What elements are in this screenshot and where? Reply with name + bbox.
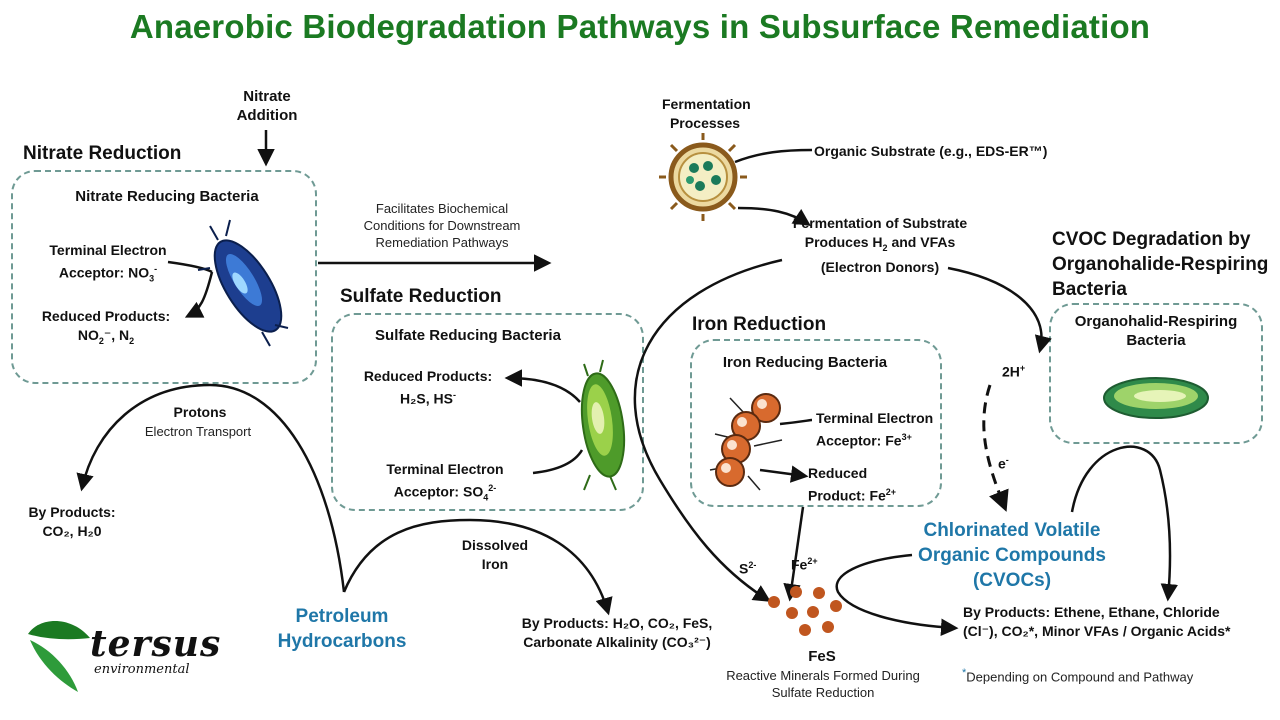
- iron-box-title: Iron Reducing Bacteria: [722, 354, 888, 371]
- nitrate-byproducts: By Products: CO₂, H₂0: [28, 504, 116, 539]
- arrow-cvoc-byproducts: [835, 553, 959, 636]
- sulfate-acceptor: Terminal Electron Acceptor: SO42-: [386, 461, 504, 503]
- nitrate-products: Reduced Products: NO2⁻, N2: [41, 308, 171, 346]
- fes-caption: Reactive Minerals Formed During Sulfate …: [726, 668, 920, 700]
- fes-label: FeS: [808, 648, 836, 665]
- electron-label: e-: [998, 455, 1009, 472]
- iron-box: [690, 339, 942, 507]
- cvoc-section-title: CVOC Degradation by Organohalide-Respiri…: [1052, 229, 1269, 300]
- sulfate-box-title: Sulfate Reducing Bacteria: [375, 327, 561, 344]
- fe2-label: Fe2+: [791, 556, 818, 573]
- h2-label: 2H+: [1002, 363, 1026, 380]
- organic-substrate-label: Organic Substrate (e.g., EDS-ER™): [814, 143, 1048, 159]
- dissolved-iron-label: Dissolved Iron: [461, 537, 529, 572]
- logo-sub: environmental: [94, 662, 190, 677]
- iron-section-title: Iron Reduction: [692, 314, 827, 335]
- logo-name: tersus: [90, 623, 222, 665]
- sulfate-bacterium-icon: [580, 359, 626, 491]
- nitrate-addition-label: Nitrate Addition: [236, 88, 298, 124]
- organohalide-box: [1049, 303, 1263, 444]
- iron-bacteria-icon: [709, 393, 783, 491]
- fermentation-processes-label: Fermentation Processes: [662, 96, 751, 131]
- tersus-leaf-icon: [28, 620, 90, 692]
- s2-label: S2-: [739, 560, 757, 577]
- organohalide-bacterium-icon: [1103, 377, 1209, 419]
- sulfate-section-title: Sulfate Reduction: [340, 286, 502, 307]
- cvoc-byproducts: By Products: Ethene, Ethane, Chloride (C…: [963, 604, 1231, 639]
- nitrate-box: [11, 170, 317, 384]
- tersus-logo: tersus environmental: [90, 626, 221, 677]
- facilitates-label: Facilitates Biochemical Conditions for D…: [363, 201, 521, 250]
- organohalide-box-title: Organohalid-Respiring Bacteria: [1074, 313, 1238, 349]
- fes-particles-icon: [768, 586, 842, 636]
- iron-acceptor: Terminal Electron Acceptor: Fe3+: [816, 410, 934, 449]
- sulfate-byproducts: By Products: H₂O, CO₂, FeS, Carbonate Al…: [521, 615, 713, 650]
- protons-label: Protons: [173, 404, 227, 420]
- sulfate-products: Reduced Products: H₂S, HS-: [363, 368, 493, 407]
- page-title: Anaerobic Biodegradation Pathways in Sub…: [129, 8, 1151, 45]
- cvoc-compounds-label: Chlorinated Volatile Organic Compounds (…: [918, 520, 1106, 591]
- nitrate-section-title: Nitrate Reduction: [23, 143, 182, 164]
- nitrate-acceptor: Terminal Electron Acceptor: NO3-: [49, 242, 167, 284]
- sulfate-box: [331, 313, 644, 511]
- footnote-asterisk: *: [962, 667, 967, 679]
- nitrate-box-title: Nitrate Reducing Bacteria: [75, 188, 259, 205]
- iron-product: Reduced Product: Fe2+: [808, 465, 897, 504]
- arrow-protons: [76, 383, 346, 593]
- arrow-dissolved-iron: [342, 518, 613, 616]
- petroleum-hydrocarbons-label: Petroleum Hydrocarbons: [277, 606, 407, 652]
- fermentation-cell-icon: [659, 133, 747, 221]
- electron-transport-label: Electron Transport: [144, 424, 252, 439]
- nitrate-bacterium-icon: [197, 219, 289, 347]
- fermentation-produces-label: Fermentation of Substrate Produces H2 an…: [792, 215, 968, 275]
- cvoc-footnote: *Depending on Compound and Pathway: [962, 667, 1194, 685]
- arrow-electron: [982, 384, 1009, 512]
- arrow-s2: [633, 258, 783, 602]
